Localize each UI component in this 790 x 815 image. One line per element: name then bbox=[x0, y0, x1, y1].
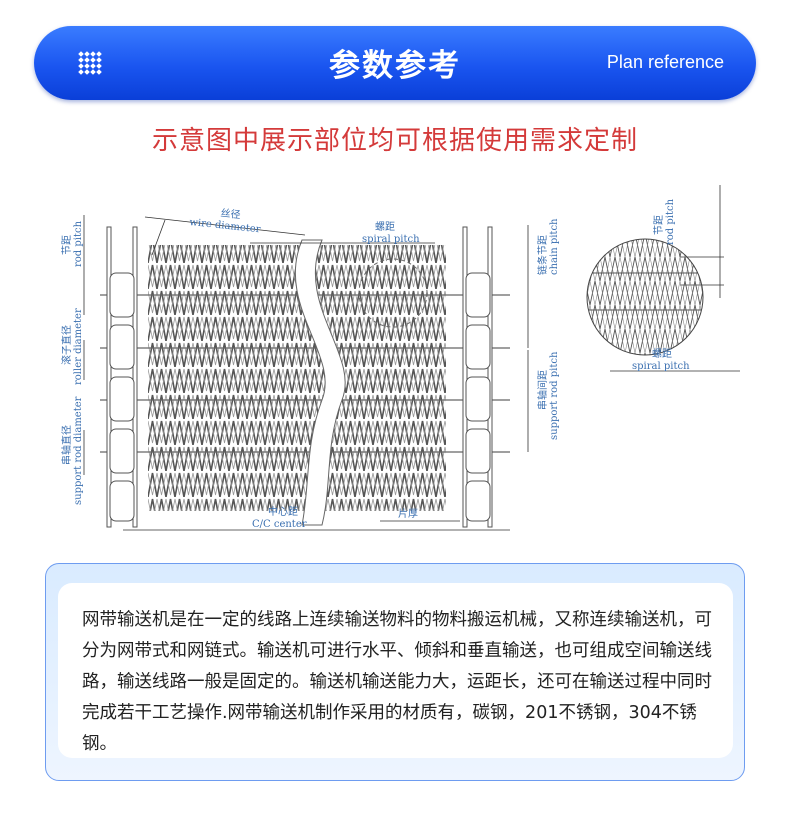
label-roller-diameter: 滚子直径roller diameter bbox=[60, 308, 84, 385]
break-line bbox=[294, 239, 346, 526]
dot bbox=[90, 51, 96, 57]
section-header-banner: 参数参考 Plan reference bbox=[34, 26, 756, 100]
dot bbox=[96, 69, 102, 75]
section-subtitle: Plan reference bbox=[606, 52, 724, 72]
dot bbox=[84, 69, 90, 75]
description-text: 网带输送机是在一定的线路上连续输送物料的物料搬运机械，又称连续输送机，可分为网带… bbox=[82, 610, 712, 754]
label-plate-thickness: 片厚 bbox=[398, 507, 418, 520]
section-title: 参数参考 bbox=[329, 48, 461, 84]
dot-grid-icon bbox=[78, 51, 102, 75]
description-card: 网带输送机是在一定的线路上连续输送物料的物料搬运机械，又称连续输送机，可分为网带… bbox=[58, 583, 733, 758]
dot bbox=[84, 57, 90, 63]
description-panel: 网带输送机是在一定的线路上连续输送物料的物料搬运机械，又称连续输送机，可分为网带… bbox=[45, 563, 745, 781]
label-rod-pitch: 节距rod pitch bbox=[61, 220, 84, 267]
right-chain bbox=[462, 226, 493, 528]
label-support-rod-diameter: 串轴直径support rod diameter bbox=[60, 396, 84, 505]
dot bbox=[78, 69, 84, 75]
label-support-rod-pitch: 串轴间距support rod pitch bbox=[536, 351, 560, 440]
dot bbox=[96, 63, 102, 69]
dot bbox=[96, 57, 102, 63]
customization-notice: 示意图中展示部位均可根据使用需求定制 bbox=[151, 126, 638, 156]
dot bbox=[78, 51, 84, 57]
dot bbox=[96, 51, 102, 57]
dot bbox=[84, 51, 90, 57]
dot bbox=[90, 69, 96, 75]
label-chain-pitch: 链条节距chain pitch bbox=[536, 218, 560, 275]
left-chain bbox=[106, 226, 138, 528]
dot bbox=[90, 57, 96, 63]
label-detail-rod-pitch: 节距rod pitch bbox=[653, 198, 676, 245]
label-wire-diameter: 丝径wire diameter bbox=[189, 203, 263, 235]
dot bbox=[78, 57, 84, 63]
mesh-detail-circle bbox=[586, 238, 704, 356]
